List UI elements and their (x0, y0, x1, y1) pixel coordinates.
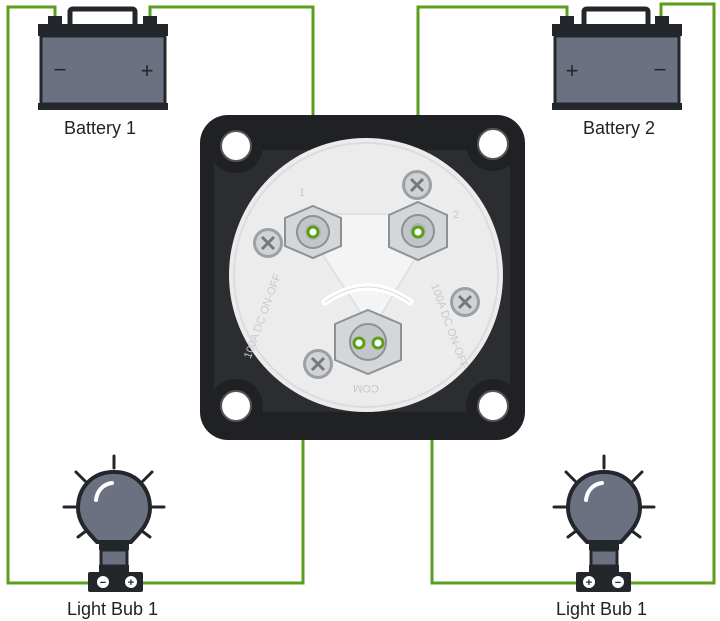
battery-icon (38, 6, 168, 110)
battery2-plus-sign: + (566, 58, 579, 83)
battery1-minus-sign: − (54, 57, 67, 82)
battery1-plus-sign: + (141, 58, 154, 83)
light-bulb-left-label: Light Bub 1 (67, 599, 159, 619)
terminal-2-marking: 2 (453, 209, 459, 221)
bulb-left-minus-sign: − (100, 577, 106, 589)
screw (253, 228, 283, 258)
common-marking: COM (353, 382, 379, 394)
battery-selector-switch-icon (200, 115, 525, 440)
battery2-minus-sign: − (654, 57, 667, 82)
battery-icon (552, 6, 682, 110)
terminal-2-post (388, 200, 448, 262)
terminal-1-post (284, 204, 342, 260)
wire-battery1-negative-to-bulb1 (6, 5, 95, 585)
light-bulb-icon (62, 454, 166, 592)
bulb-left-plus-sign: + (128, 577, 134, 589)
common-terminal-post (334, 308, 402, 376)
light-bulb-left: − + (62, 454, 166, 592)
light-bulb-icon (552, 454, 656, 592)
screw (303, 349, 333, 379)
light-bulb-right: + − (552, 454, 656, 592)
battery-selector-switch: 1 2 COM 100A DC ON-OFF 100A DC ON-OFF (200, 115, 525, 440)
bulb-right-minus-sign: − (615, 577, 621, 589)
wire-battery2-negative-to-bulb2 (622, 2, 716, 585)
light-bulb-right-label: Light Bub 1 (556, 599, 648, 619)
terminal-1-marking: 1 (299, 187, 305, 199)
battery-2: + − (552, 6, 682, 110)
screw (450, 287, 480, 317)
battery-2-label: Battery 2 (583, 118, 656, 138)
bulb-right-plus-sign: + (586, 577, 592, 589)
battery-1-label: Battery 1 (64, 118, 137, 138)
screw (402, 170, 432, 200)
battery-1: − + (38, 6, 168, 110)
